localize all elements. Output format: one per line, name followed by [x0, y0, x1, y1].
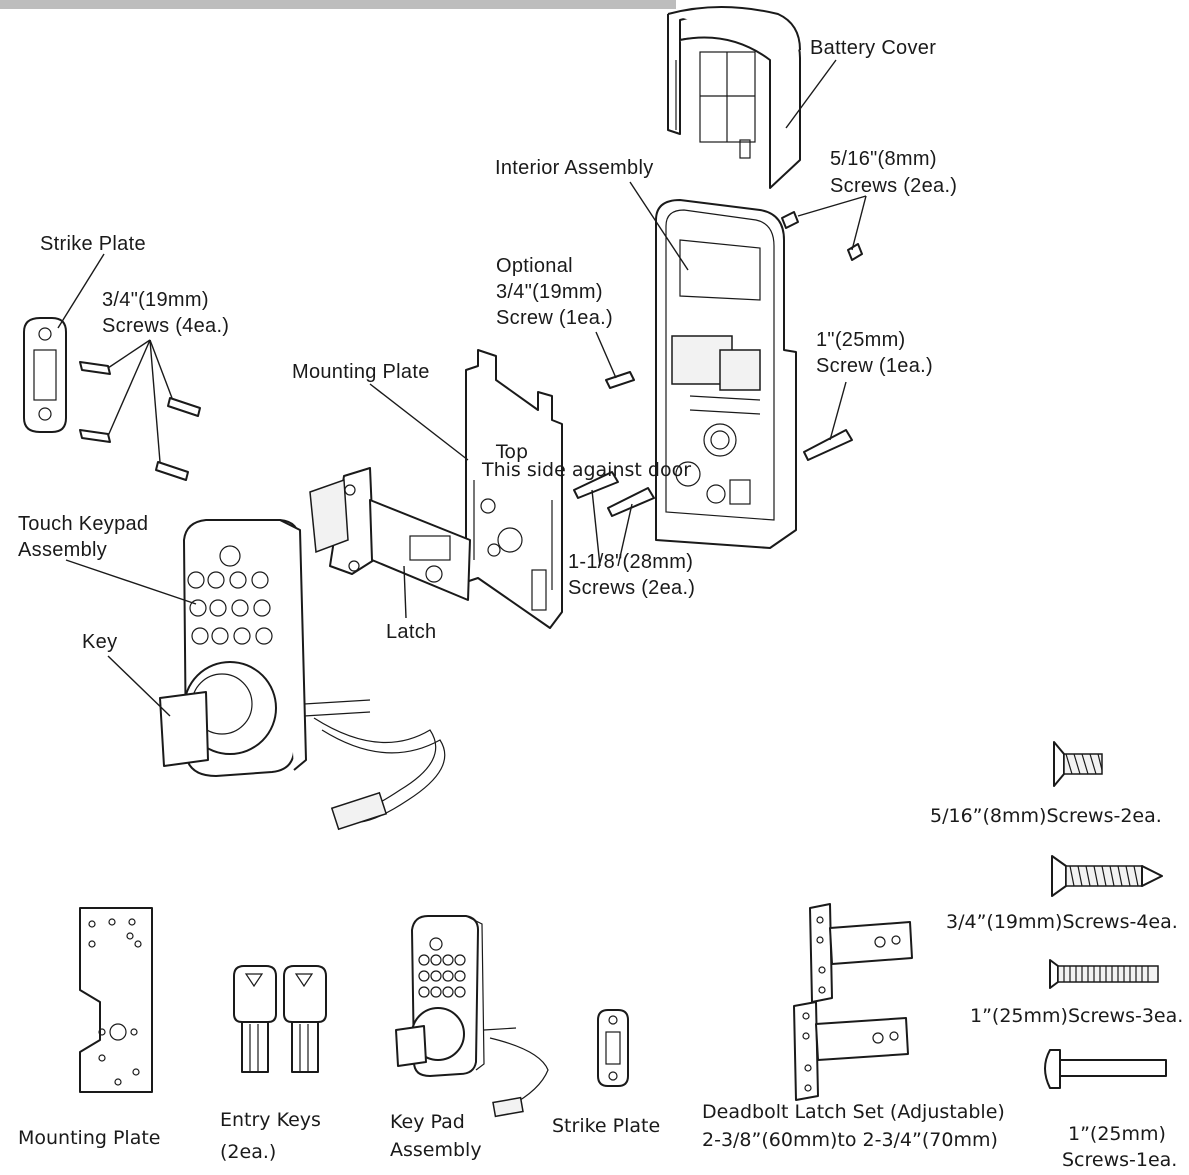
part-keypad-drawing [395, 915, 549, 1118]
part-label-deadbolt-line2: 2-3/8”(60mm)to 2-3/4”(70mm) [702, 1129, 998, 1151]
part-screw-25mm-3-drawing [1049, 959, 1159, 989]
mounting-plate-exploded: Top This side against door [465, 349, 691, 629]
plate-note-text: This side against door [481, 459, 691, 481]
part-screw-19mm-drawing [1051, 855, 1163, 897]
part-label-screws-19mm: 3/4”(19mm)Screws-4ea. [946, 911, 1178, 933]
label-mounting-plate: Mounting Plate [292, 361, 430, 383]
battery-cover [667, 6, 801, 189]
part-screw-25mm-1-drawing [1044, 1049, 1167, 1089]
label-touch-keypad-1: Touch Keypad [18, 513, 148, 535]
label-screws-8mm-2: Screws (2ea.) [830, 175, 957, 197]
label-screws-28mm-2: Screws (2ea.) [568, 577, 695, 599]
label-optional-3: Screw (1ea.) [496, 307, 613, 329]
part-label-keypad-line1: Key Pad [390, 1111, 465, 1133]
screw-25mm [803, 429, 853, 461]
label-latch: Latch [386, 621, 436, 643]
part-label-entry-keys-line2: (2ea.) [220, 1141, 276, 1163]
part-label-deadbolt-line1: Deadbolt Latch Set (Adjustable) [702, 1101, 1005, 1123]
interior-assembly [655, 199, 797, 549]
optional-screw [605, 371, 635, 389]
part-label-screws-25mm-1-line2: Screws-1ea. [1062, 1149, 1177, 1171]
part-screw-8mm-drawing [1053, 741, 1103, 787]
label-strike-plate: Strike Plate [40, 233, 146, 255]
label-interior-assembly: Interior Assembly [495, 157, 654, 179]
screws-8mm [781, 211, 863, 261]
part-label-screws-25mm-3: 1”(25mm)Screws-3ea. [970, 1005, 1183, 1027]
connector-exploded [330, 791, 388, 831]
label-screw-25mm-2: Screw (1ea.) [816, 355, 933, 377]
label-screws-28mm-1: 1-1/8"(28mm) [568, 551, 693, 573]
leader-lines [57, 59, 867, 717]
label-optional-1: Optional [496, 255, 573, 277]
part-label-screws-25mm-1-line1: 1”(25mm) [1068, 1123, 1166, 1145]
label-key: Key [82, 631, 117, 653]
part-label-entry-keys-line1: Entry Keys [220, 1109, 321, 1131]
part-label-screws-8mm: 5/16”(8mm)Screws-2ea. [930, 805, 1162, 827]
label-optional-2: 3/4"(19mm) [496, 281, 603, 303]
key-head-exploded [159, 691, 209, 767]
touch-keypad-assembly [159, 519, 446, 831]
label-battery-cover: Battery Cover [810, 37, 936, 59]
part-strike-plate-drawing [597, 1009, 629, 1087]
part-label-keypad-line2: Assembly [390, 1139, 482, 1161]
part-label-strike-plate: Strike Plate [552, 1115, 660, 1137]
strike-plate [23, 317, 67, 433]
label-screw-25mm-1: 1"(25mm) [816, 329, 906, 351]
part-label-mounting-plate: Mounting Plate [18, 1127, 161, 1149]
screws-19mm [79, 361, 201, 481]
screws-28mm [573, 471, 655, 517]
header-bar [0, 0, 676, 9]
part-entry-keys-drawing [233, 965, 327, 1073]
label-screws-19mm-1: 3/4"(19mm) [102, 289, 209, 311]
label-screws-8mm-1: 5/16"(8mm) [830, 148, 937, 170]
plate-top-text: Top [495, 441, 528, 463]
label-touch-keypad-2: Assembly [18, 539, 107, 561]
part-deadbolt-drawing [793, 903, 913, 1101]
part-mounting-plate-drawing [79, 907, 153, 1093]
latch [309, 467, 471, 601]
label-screws-19mm-2: Screws (4ea.) [102, 315, 229, 337]
